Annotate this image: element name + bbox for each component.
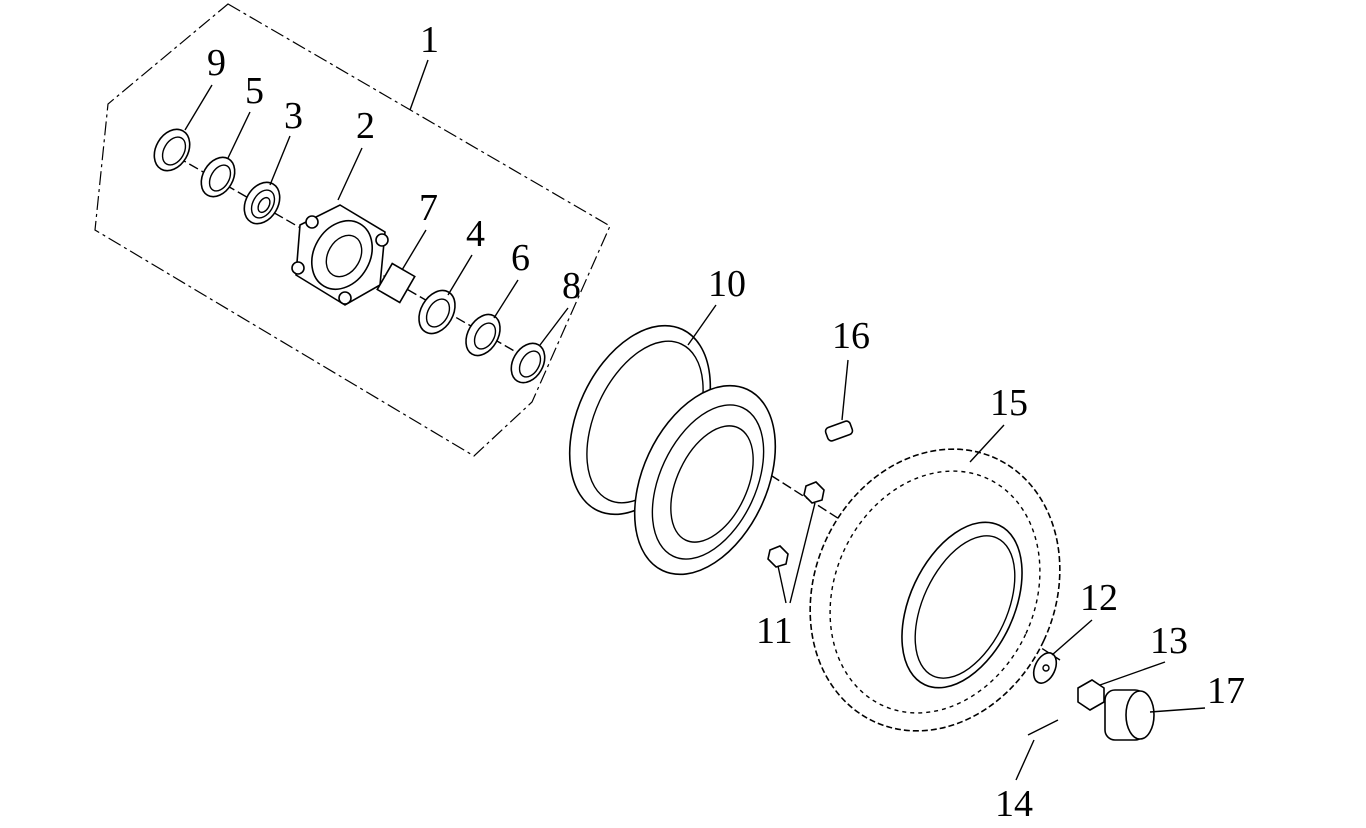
label-part-11: 11 <box>756 610 793 652</box>
part-7-spacer <box>376 262 416 304</box>
part-15-tire <box>809 448 1061 732</box>
label-part-6: 6 <box>511 237 530 279</box>
part-13-castle-nut <box>1077 679 1105 711</box>
label-part-3: 3 <box>284 95 303 137</box>
part-2-hub <box>291 204 389 306</box>
label-part-13: 13 <box>1150 620 1188 662</box>
label-part-14: 14 <box>995 783 1033 825</box>
label-part-12: 12 <box>1080 577 1118 619</box>
part-12-washer <box>1032 652 1058 684</box>
part-9-seal <box>153 128 191 172</box>
label-part-1: 1 <box>420 19 439 61</box>
part-10-rim <box>568 324 777 576</box>
leader-lines <box>184 59 1206 781</box>
part-14-cotter-pin <box>1027 719 1059 736</box>
part-5-seal <box>200 156 236 198</box>
hub-assembly-boundary <box>94 3 611 457</box>
label-part-17: 17 <box>1207 670 1245 712</box>
part-17-cap <box>1104 689 1155 741</box>
label-part-16: 16 <box>832 315 870 357</box>
part-16-valve <box>824 420 854 442</box>
label-part-7: 7 <box>419 187 438 229</box>
label-part-10: 10 <box>708 263 746 305</box>
label-part-4: 4 <box>466 213 485 255</box>
part-11-nuts <box>767 481 825 604</box>
label-part-5: 5 <box>245 70 264 112</box>
label-part-8: 8 <box>562 265 581 307</box>
part-4-bearing <box>418 289 456 335</box>
part-6-seal <box>465 313 501 357</box>
label-part-15: 15 <box>990 382 1028 424</box>
label-part-2: 2 <box>356 105 375 147</box>
part-3-bearing <box>243 181 281 225</box>
part-8-seal <box>510 342 546 384</box>
label-part-9: 9 <box>207 42 226 84</box>
